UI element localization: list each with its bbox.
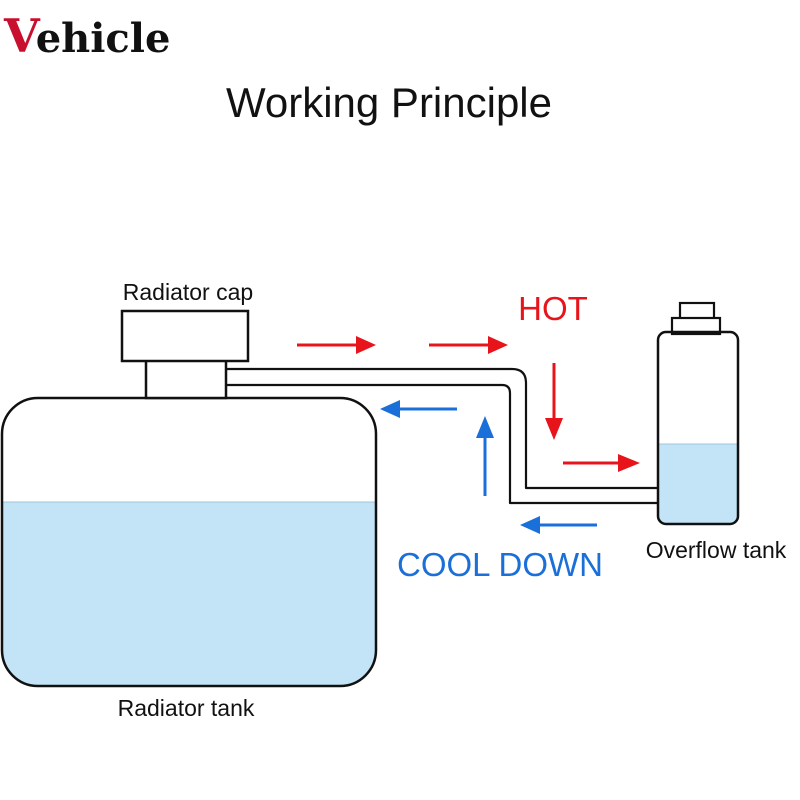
cool-arrow-left-2	[520, 516, 597, 534]
radiator-cap-label: Radiator cap	[123, 279, 253, 305]
overflow-tank-cap	[678, 301, 716, 321]
cool-arrow-up	[476, 416, 494, 496]
brand-logo-rest: ehicle	[36, 15, 171, 62]
hot-arrow-down	[545, 363, 563, 440]
overflow-tank	[656, 301, 740, 526]
overflow-tank-outline	[656, 330, 740, 526]
radiator-cap	[120, 309, 250, 400]
cool-arrow-left-1	[380, 400, 457, 418]
overflow-hose	[226, 367, 658, 505]
radiator-cap-neck	[144, 358, 228, 400]
brand-logo: Vehicle	[3, 9, 170, 63]
overflow-tank-neck	[670, 316, 722, 336]
hot-label: HOT	[518, 290, 588, 327]
radiator-tank-label: Radiator tank	[118, 695, 255, 721]
hot-flow-arrows	[297, 336, 640, 472]
cool-down-label: COOL DOWN	[397, 546, 603, 583]
hot-arrow-right-3	[563, 454, 640, 472]
hot-arrow-right-1	[297, 336, 376, 354]
overflow-hose-outer	[226, 367, 658, 490]
overflow-hose-inner	[226, 383, 658, 505]
radiator-tank	[0, 396, 378, 688]
brand-logo-first-letter: V	[3, 9, 41, 63]
page-title: Working Principle	[226, 79, 552, 126]
overflow-tank-label: Overflow tank	[646, 537, 787, 563]
overflow-tank-coolant	[658, 444, 738, 524]
radiator-tank-coolant	[2, 502, 376, 686]
hot-arrow-right-2	[429, 336, 508, 354]
cool-flow-arrows	[380, 400, 597, 534]
radiator-cap-top	[120, 309, 250, 363]
